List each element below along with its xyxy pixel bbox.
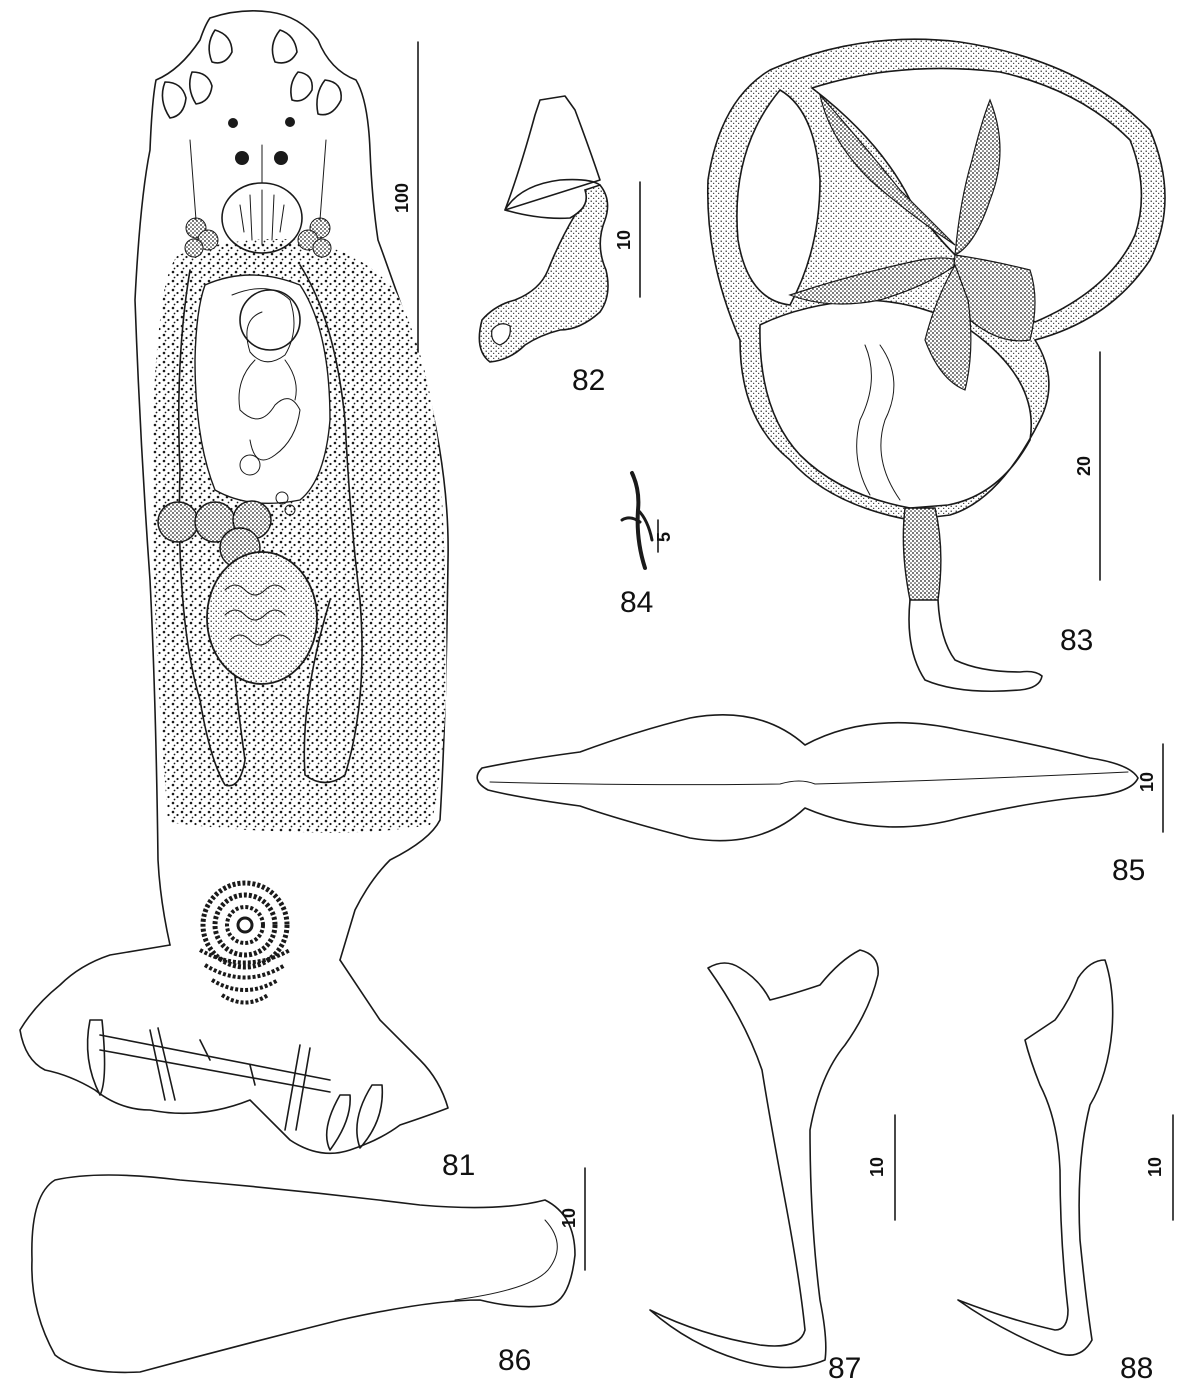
squamodisc [199,880,291,1005]
fig-85-bar [476,714,1139,842]
fig-83-label: 83 [1060,624,1093,657]
copulatory-organ [239,289,301,351]
fig-83-copulatory-organ [706,38,1166,692]
fig-88-scale-value: 10 [1145,1157,1165,1177]
fig-86-scale-value: 10 [559,1208,579,1228]
ovary-region [194,274,331,504]
head-organs [161,29,342,119]
fig-84-label: 84 [620,586,653,619]
fig-85-label: 85 [1112,854,1145,887]
fig-85-scale-value: 10 [1137,772,1157,792]
fig-81-worm [19,10,449,1155]
fig-82-vagina [478,95,609,363]
fig-82-label: 82 [572,364,605,397]
fig-83-scale-value: 20 [1074,456,1094,476]
left-caecum [177,269,246,787]
right-caecum [299,264,363,784]
fig-88-label: 88 [1120,1352,1153,1385]
haptor-outline [19,944,449,1155]
fig-87-hook [649,949,879,1369]
fig-84-scale-value: 5 [654,532,674,542]
eyespots [228,117,295,165]
fig-86-label: 86 [498,1344,531,1377]
fig-81-label: 81 [442,1149,475,1182]
fig-88-hook [957,959,1114,1356]
fig-87-scale-value: 10 [867,1157,887,1177]
haptoral-sclerites [86,1019,384,1151]
fig-86-bar [31,1174,576,1374]
fig-87-label: 87 [828,1352,861,1385]
fig-81-scale-value: 100 [392,183,412,213]
head-glands [184,139,332,258]
fig-84-accessory-sclerite [620,471,654,570]
fig-82-scale-value: 10 [614,230,634,250]
